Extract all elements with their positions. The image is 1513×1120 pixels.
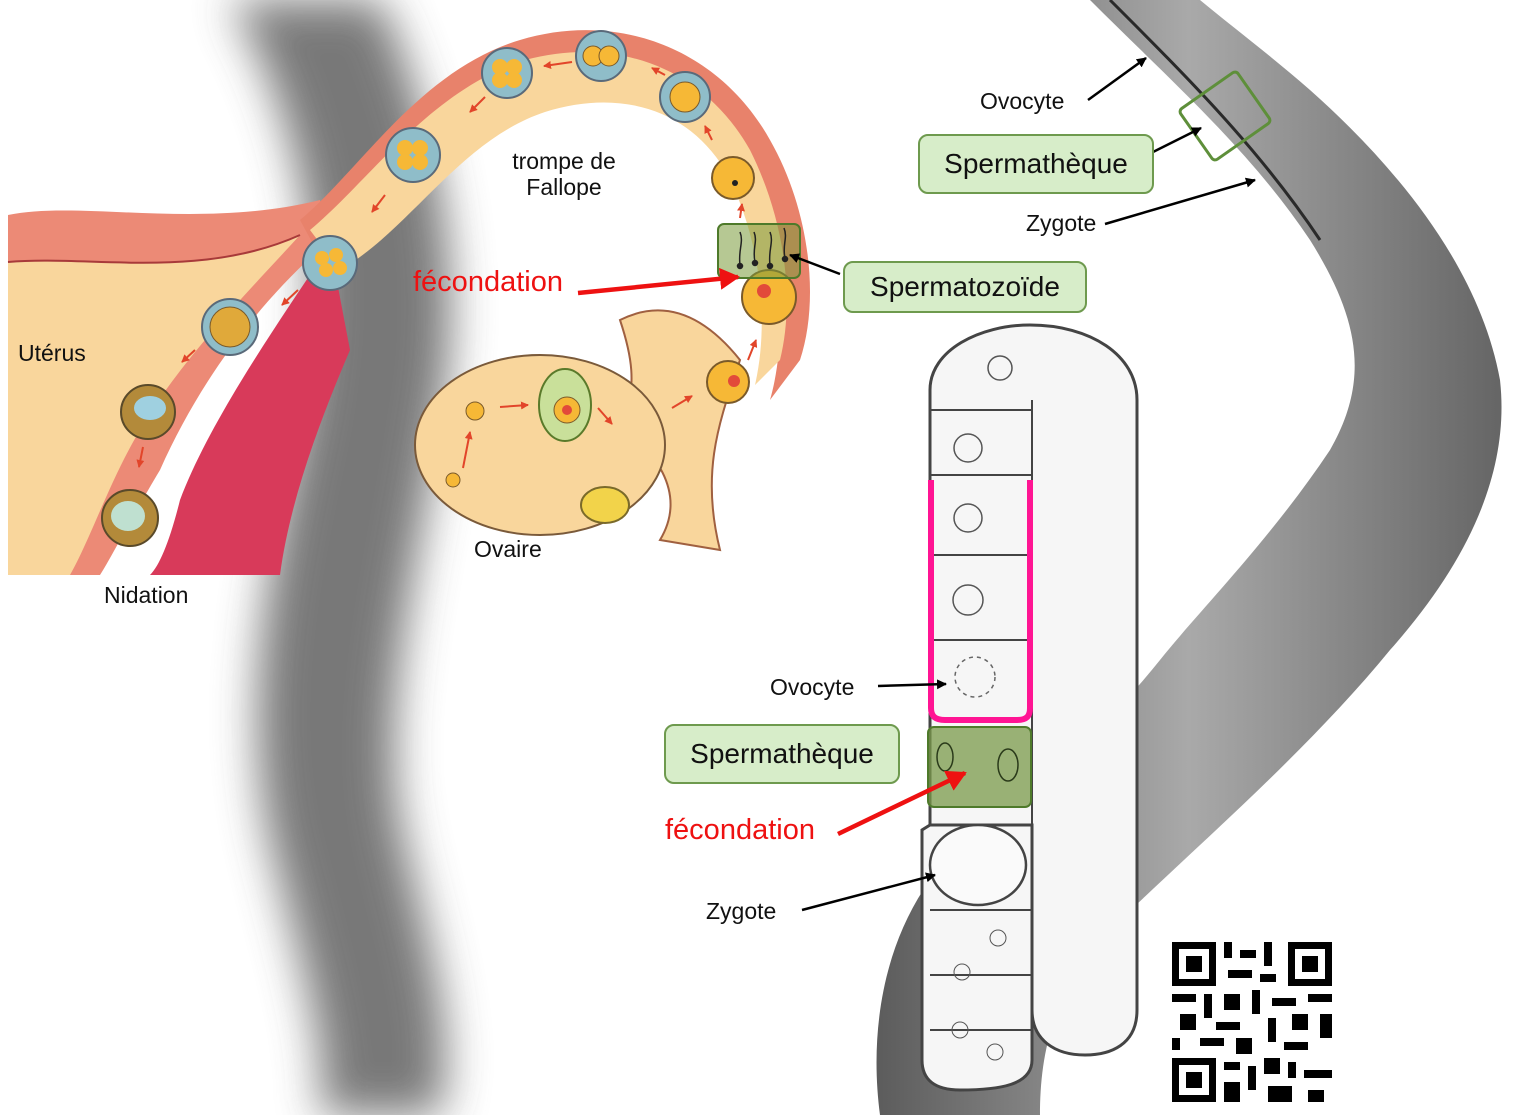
spermatozoid-label-box: Spermatozoïde xyxy=(843,261,1087,313)
fallopian-tube-label: trompe de Fallope xyxy=(494,148,634,201)
worm-photo-spermatheca-box: Spermathèque xyxy=(918,134,1154,194)
worm-photo-zygote-label: Zygote xyxy=(1026,210,1096,236)
fallopian-tube-label-line2: Fallope xyxy=(494,174,634,200)
fertilization-arrow-human xyxy=(578,277,738,293)
uterus-label: Utérus xyxy=(18,340,86,366)
ovary-label: Ovaire xyxy=(474,536,542,562)
worm-diagram-zygote-label: Zygote xyxy=(706,898,776,924)
worm-diagram-spermatheca-box: Spermathèque xyxy=(664,724,900,784)
tube-fertilization-zone xyxy=(718,224,800,278)
fallopian-tube-label-line1: trompe de xyxy=(494,148,634,174)
corpus-luteum xyxy=(581,487,629,523)
fertilization-label-worm: fécondation xyxy=(665,814,815,847)
nidation-label: Nidation xyxy=(104,582,188,608)
worm-diagram-oocyte-label: Ovocyte xyxy=(770,674,854,700)
worm-photo-oocyte-label: Ovocyte xyxy=(980,88,1064,114)
qr-code-icon[interactable] xyxy=(1172,942,1332,1102)
gonad-spermatheca-zone xyxy=(928,727,1031,807)
fertilization-label-human: fécondation xyxy=(413,266,563,299)
